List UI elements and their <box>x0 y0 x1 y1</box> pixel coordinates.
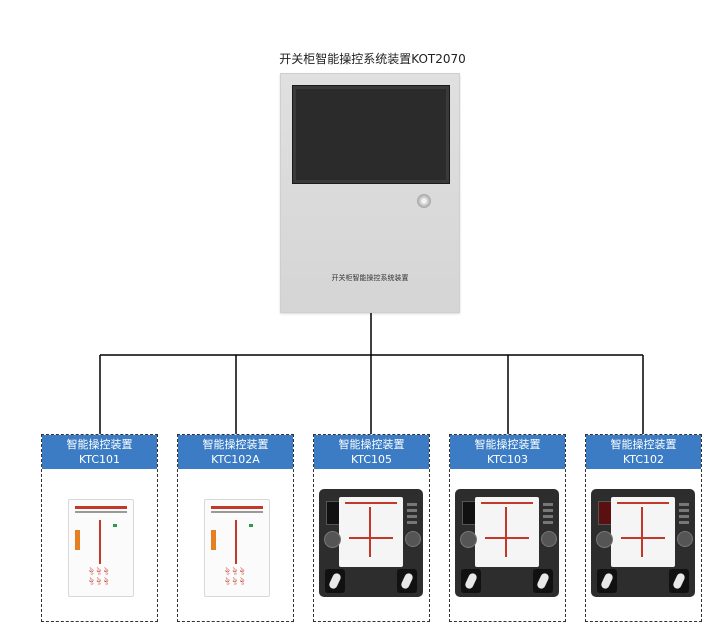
module-header: 智能操控装置 KTC102A <box>178 435 293 469</box>
module-model-label: KTC105 <box>350 453 393 466</box>
relay-device-image <box>455 489 559 597</box>
main-controller-unit: 开关柜智能操控系统装置 <box>280 73 460 313</box>
module-model-label: KTC103 <box>486 453 529 466</box>
module-ktc101: 智能操控装置 KTC101 ৡ ৡ ৡ ৡ ৡ ৡ <box>41 434 158 622</box>
module-type-label: 智能操控装置 <box>474 438 541 451</box>
touchscreen-display <box>292 85 450 184</box>
module-header: 智能操控装置 KTC102 <box>586 435 701 469</box>
module-header: 智能操控装置 KTC101 <box>42 435 157 469</box>
system-title: 开关柜智能操控系统装置KOT2070 <box>279 52 466 66</box>
unit-nameplate: 开关柜智能操控系统装置 <box>331 274 409 282</box>
module-header: 智能操控装置 KTC103 <box>450 435 565 469</box>
indicator-knob-icon <box>418 195 430 207</box>
module-ktc103: 智能操控装置 KTC103 <box>449 434 566 622</box>
relay-device-image: ৡ ৡ ৡ ৡ ৡ ৡ <box>68 499 134 597</box>
module-type-label: 智能操控装置 <box>202 438 269 451</box>
module-type-label: 智能操控装置 <box>338 438 405 451</box>
module-ktc102a: 智能操控装置 KTC102A ৡ ৡ ৡ ৡ ৡ ৡ <box>177 434 294 622</box>
relay-device-image: ৡ ৡ ৡ ৡ ৡ ৡ <box>204 499 270 597</box>
relay-device-image <box>319 489 423 597</box>
module-ktc102: 智能操控装置 KTC102 <box>585 434 702 622</box>
module-model-label: KTC102 <box>622 453 665 466</box>
module-ktc105: 智能操控装置 KTC105 <box>313 434 430 622</box>
module-type-label: 智能操控装置 <box>610 438 677 451</box>
relay-device-image <box>591 489 695 597</box>
module-type-label: 智能操控装置 <box>66 438 133 451</box>
module-model-label: KTC101 <box>78 453 121 466</box>
module-header: 智能操控装置 KTC105 <box>314 435 429 469</box>
module-model-label: KTC102A <box>211 453 260 466</box>
